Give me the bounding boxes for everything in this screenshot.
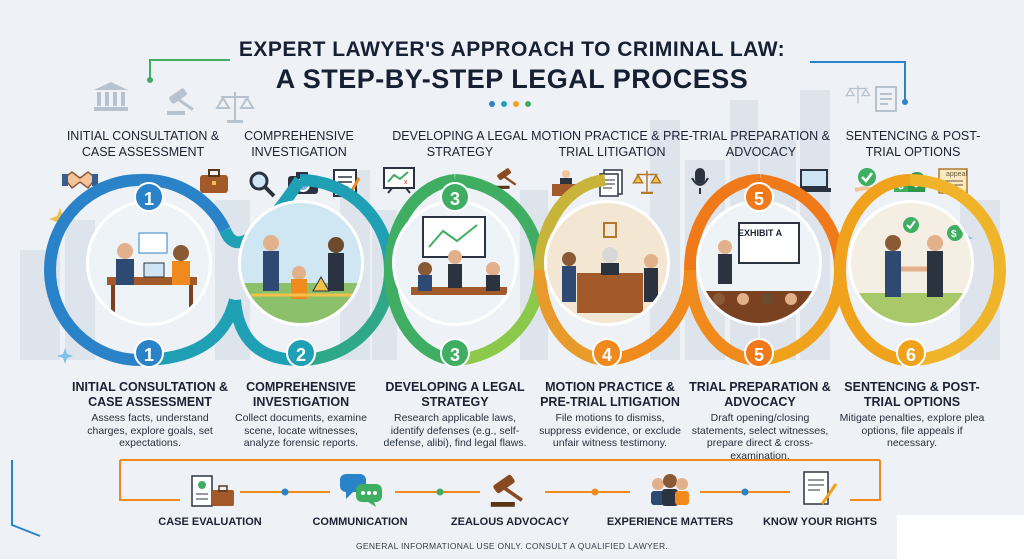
step-3-circle: 3	[370, 178, 540, 348]
document-icon	[875, 86, 897, 112]
footer-experience-matters: EXPERIENCE MATTERS	[606, 516, 734, 528]
step-1-badge: 1	[134, 338, 164, 368]
handshake-icon	[62, 171, 98, 190]
step-2-top-label: COMPREHENSIVE INVESTIGATION	[244, 129, 354, 159]
gavel-icon	[167, 88, 194, 115]
gavel-icon	[490, 474, 523, 507]
step-6-badge: 6	[896, 338, 926, 368]
rights-document-icon	[803, 471, 838, 505]
step-5-top-badge: 5	[744, 182, 774, 212]
step-2-bottom-label: COMPREHENSIVE INVESTIGATION	[246, 380, 356, 409]
footer-case-evaluation: CASE EVALUATION	[158, 516, 262, 528]
exhibit-sign: EXHIBIT A	[738, 228, 783, 238]
step-6-top-label: SENTENCING & POST-TRIAL OPTIONS	[845, 129, 981, 159]
microphone-icon	[691, 168, 709, 194]
case-evaluation-icon	[191, 475, 234, 507]
step-4-circle	[522, 178, 692, 348]
strategy-scene	[392, 200, 518, 326]
gavel-icon	[495, 168, 517, 189]
sentencing-scene: $	[848, 200, 974, 326]
corner-blank-box	[897, 515, 1024, 559]
footer-communication: COMMUNICATION	[312, 516, 408, 528]
step-2-description: Collect documents, examine scene, locate…	[235, 412, 367, 449]
step-5-description: Draft opening/closing statements, select…	[691, 412, 829, 462]
step-4-description: File motions to dismiss, suppress eviden…	[539, 412, 681, 449]
magnifier-icon	[249, 171, 276, 198]
appeal-label: appeal	[946, 171, 968, 178]
step-4-bottom-label: MOTION PRACTICE & PRE-TRIAL LITIGATION	[540, 380, 680, 409]
process-ribbon	[44, 173, 1006, 366]
step-1-bottom-label: INITIAL CONSULTATION & CASE ASSESSMENT	[71, 380, 228, 409]
documents-icon	[599, 169, 623, 197]
step-3-top-badge: 3	[440, 182, 470, 212]
step-1-top-badge: 1	[134, 182, 164, 212]
step-5-bottom-label: TRIAL PREPARATION & ADVOCACY	[689, 380, 831, 409]
consultation-scene	[86, 200, 212, 326]
step-6-circle: $	[826, 178, 996, 348]
investigation-scene	[238, 200, 364, 326]
scales-icon	[632, 170, 662, 194]
step-1-circle: 1	[64, 178, 234, 348]
step-4-badge: 4	[592, 338, 622, 368]
step-2-circle	[216, 178, 386, 348]
page-title-line1: EXPERT LAWYER'S APPROACH TO CRIMINAL LAW…	[238, 38, 786, 61]
courtroom-scene	[544, 200, 670, 326]
step-3-top-label: DEVELOPING A LEGAL STRATEGY	[392, 129, 528, 159]
trial-scene	[696, 200, 822, 326]
step-1-description: Assess facts, understand charges, explor…	[87, 412, 213, 449]
step-1-top-label: INITIAL CONSULTATION & CASE ASSESSMENT	[66, 129, 220, 159]
scales-icon	[845, 85, 871, 104]
briefcase-icon	[200, 169, 228, 193]
disclaimer: GENERAL INFORMATIONAL USE ONLY. CONSULT …	[355, 541, 669, 551]
step-5-circle: EXHIBIT A 5	[674, 178, 844, 348]
step-3-bottom-label: DEVELOPING A LEGAL STRATEGY	[385, 380, 525, 409]
laptop-icon	[797, 169, 831, 192]
footer-know-your-rights: KNOW YOUR RIGHTS	[762, 516, 878, 528]
step-6-description: Mitigate penalties, explore plea options…	[839, 412, 985, 449]
step-5-badge: 5	[744, 338, 774, 368]
step-6-bottom-label: SENTENCING & POST-TRIAL OPTIONS	[844, 380, 980, 409]
title-dots	[489, 101, 531, 107]
courthouse-icon	[94, 82, 128, 111]
step-4-top-label: MOTION PRACTICE & PRE-TRIAL LITIGATION	[531, 129, 693, 159]
experience-team-icon	[651, 474, 689, 506]
footer-zealous-advocacy: ZEALOUS ADVOCACY	[450, 516, 570, 528]
scales-icon	[215, 92, 255, 123]
step-3-badge: 3	[440, 338, 470, 368]
step-3-description: Research applicable laws, identify defen…	[383, 412, 527, 449]
strategy-board-icon: x	[383, 167, 415, 194]
svg-text:x: x	[404, 179, 408, 186]
svg-text:$: $	[951, 229, 957, 240]
page-title-line2: A STEP-BY-STEP LEGAL PROCESS	[275, 64, 749, 94]
step-5-top-label: TRIAL PREPARATION & ADVOCACY	[692, 129, 830, 159]
communication-icon	[340, 474, 382, 507]
step-2-badge: 2	[286, 338, 316, 368]
